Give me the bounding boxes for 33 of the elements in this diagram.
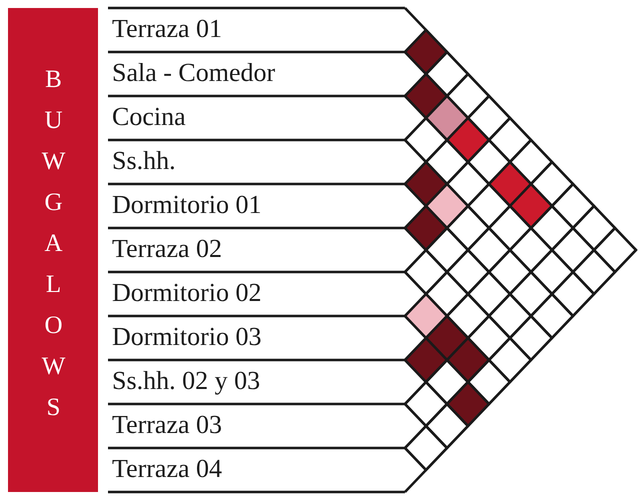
matrix-cell bbox=[573, 250, 615, 294]
matrix-cell bbox=[489, 338, 531, 382]
vertical-title-band: BUWGALOWS bbox=[8, 8, 98, 492]
matrix-cell bbox=[447, 382, 489, 426]
matrix-cell bbox=[510, 316, 552, 360]
room-label: Dormitorio 01 bbox=[108, 184, 405, 228]
room-label: Dormitorio 03 bbox=[108, 316, 405, 360]
matrix-cell bbox=[405, 338, 447, 382]
matrix-cell bbox=[405, 250, 447, 294]
room-label: Terraza 04 bbox=[108, 448, 405, 492]
room-label: Terraza 01 bbox=[108, 8, 405, 52]
matrix-cell bbox=[405, 426, 447, 470]
room-label: Ss.hh. bbox=[108, 140, 405, 184]
matrix-cell bbox=[405, 74, 447, 118]
matrix-cell bbox=[552, 272, 594, 316]
matrix-cell bbox=[594, 228, 636, 272]
matrix-cell bbox=[405, 30, 447, 74]
matrix-cell bbox=[405, 162, 447, 206]
room-label: Terraza 02 bbox=[108, 228, 405, 272]
matrix-cell bbox=[426, 404, 468, 448]
room-label: Dormitorio 02 bbox=[108, 272, 405, 316]
matrix-cell bbox=[510, 184, 552, 228]
room-label: Ss.hh. 02 y 03 bbox=[108, 360, 405, 404]
matrix-cell bbox=[531, 294, 573, 338]
matrix-cell bbox=[447, 338, 489, 382]
room-label: Cocina bbox=[108, 96, 405, 140]
matrix-cell bbox=[405, 294, 447, 338]
matrix-cell bbox=[405, 382, 447, 426]
room-label: Terraza 03 bbox=[108, 404, 405, 448]
matrix-cell bbox=[405, 206, 447, 250]
matrix-cell bbox=[447, 118, 489, 162]
matrix-cell bbox=[405, 118, 447, 162]
room-label: Sala - Comedor bbox=[108, 52, 405, 96]
